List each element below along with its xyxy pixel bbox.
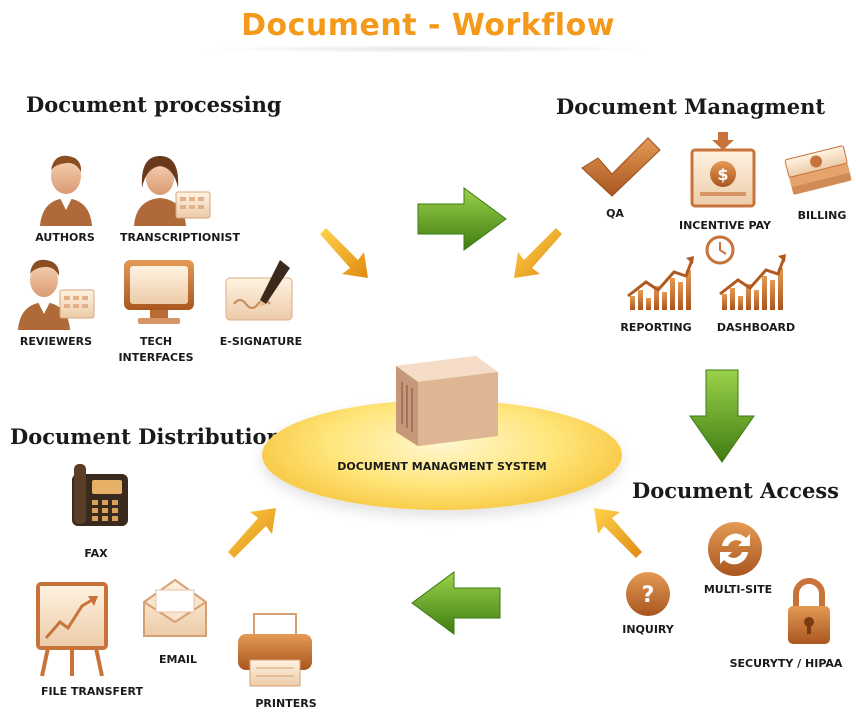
label-esignature: E-SIGNATURE bbox=[219, 335, 303, 348]
center-system-label: DOCUMENT MANAGMENT SYSTEM bbox=[337, 460, 547, 473]
svg-text:$: $ bbox=[717, 165, 728, 184]
author-person-icon bbox=[40, 155, 92, 226]
signature-pen-icon bbox=[225, 260, 293, 321]
incentive-pay-dollar-icon: $ bbox=[690, 132, 756, 208]
label-printers: PRINTERS bbox=[255, 697, 317, 710]
gold-arrow-to-center-2 bbox=[514, 228, 562, 278]
heading-document-management: Document Managment bbox=[556, 94, 826, 119]
label-billing: BILLING bbox=[797, 209, 847, 222]
label-qa: QA bbox=[606, 207, 624, 220]
heading-document-processing: Document processing bbox=[26, 92, 282, 117]
transcriptionist-icon bbox=[134, 156, 211, 226]
multisite-sync-icon bbox=[708, 522, 762, 576]
reporting-chart-icon bbox=[627, 256, 694, 310]
label-multisite: MULTI-SITE bbox=[703, 583, 773, 596]
gold-arrow-to-center-4 bbox=[228, 508, 276, 558]
label-inquiry: INQUIRY bbox=[622, 623, 674, 636]
inquiry-question-icon: ? bbox=[626, 572, 670, 616]
printer-icon bbox=[238, 613, 312, 687]
label-reviewers: REVIEWERS bbox=[19, 335, 93, 348]
svg-text:?: ? bbox=[642, 583, 655, 608]
diagram-title: Document - Workflow bbox=[241, 8, 615, 43]
title-shadow bbox=[200, 45, 656, 53]
qa-checkmark-icon bbox=[581, 137, 661, 197]
label-authors: AUTHORS bbox=[35, 231, 95, 244]
gold-arrow-to-center-1 bbox=[320, 228, 368, 278]
file-transfer-board-icon bbox=[36, 582, 108, 677]
dashboard-chart-clock-icon bbox=[705, 235, 786, 310]
gold-arrow-to-center-3 bbox=[594, 508, 642, 558]
tech-monitor-icon bbox=[124, 260, 194, 324]
label-fax: FAX bbox=[84, 547, 108, 560]
security-lock-icon bbox=[788, 578, 830, 644]
label-tech: TECH bbox=[139, 335, 173, 348]
heading-document-access: Document Access bbox=[632, 478, 840, 503]
heading-document-distribution: Document Distribution bbox=[10, 424, 282, 449]
fax-phone-icon bbox=[72, 464, 128, 526]
label-incentive-pay: INCENTIVE PAY bbox=[678, 219, 772, 232]
label-email: EMAIL bbox=[158, 653, 198, 666]
green-arrow-left bbox=[411, 571, 501, 635]
green-arrow-right bbox=[417, 187, 507, 251]
server-box-icon bbox=[396, 356, 498, 446]
label-transcriptionist: TRANSCRIPTIONIST bbox=[120, 231, 240, 244]
label-file-transfer: FILE TRANSFERT bbox=[40, 685, 144, 698]
label-dashboard: DASHBOARD bbox=[716, 321, 796, 334]
label-security-hipaa: SECURYTY / HIPAA bbox=[729, 657, 843, 670]
label-reporting: REPORTING bbox=[620, 321, 692, 334]
reviewer-icon bbox=[18, 259, 95, 330]
billing-money-stack-icon bbox=[784, 145, 852, 195]
email-envelope-icon bbox=[143, 578, 207, 637]
label-interfaces: INTERFACES bbox=[118, 351, 194, 364]
green-arrow-down bbox=[689, 369, 755, 463]
